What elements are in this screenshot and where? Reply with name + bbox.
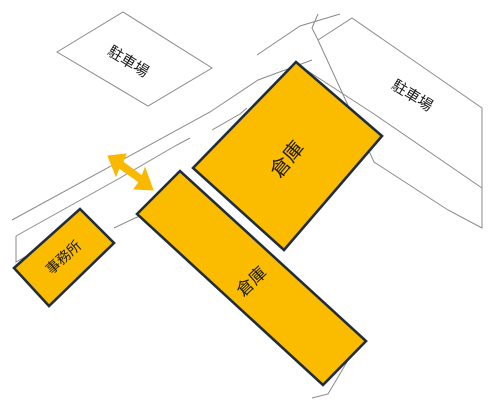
road-right-edge bbox=[293, 61, 483, 189]
road-edge-lower bbox=[15, 137, 191, 237]
road-right-top-curve bbox=[311, 13, 319, 41]
road-right-top bbox=[256, 13, 341, 56]
road-edge-inner bbox=[211, 107, 248, 131]
parking-lot-right bbox=[317, 17, 483, 229]
double-headed-arrow-icon bbox=[107, 153, 154, 191]
warehouse-large bbox=[191, 60, 384, 252]
parking-lot-left bbox=[56, 11, 213, 107]
road-edge-upper bbox=[11, 59, 313, 221]
office-building bbox=[12, 207, 116, 308]
warehouse-long bbox=[135, 169, 368, 387]
